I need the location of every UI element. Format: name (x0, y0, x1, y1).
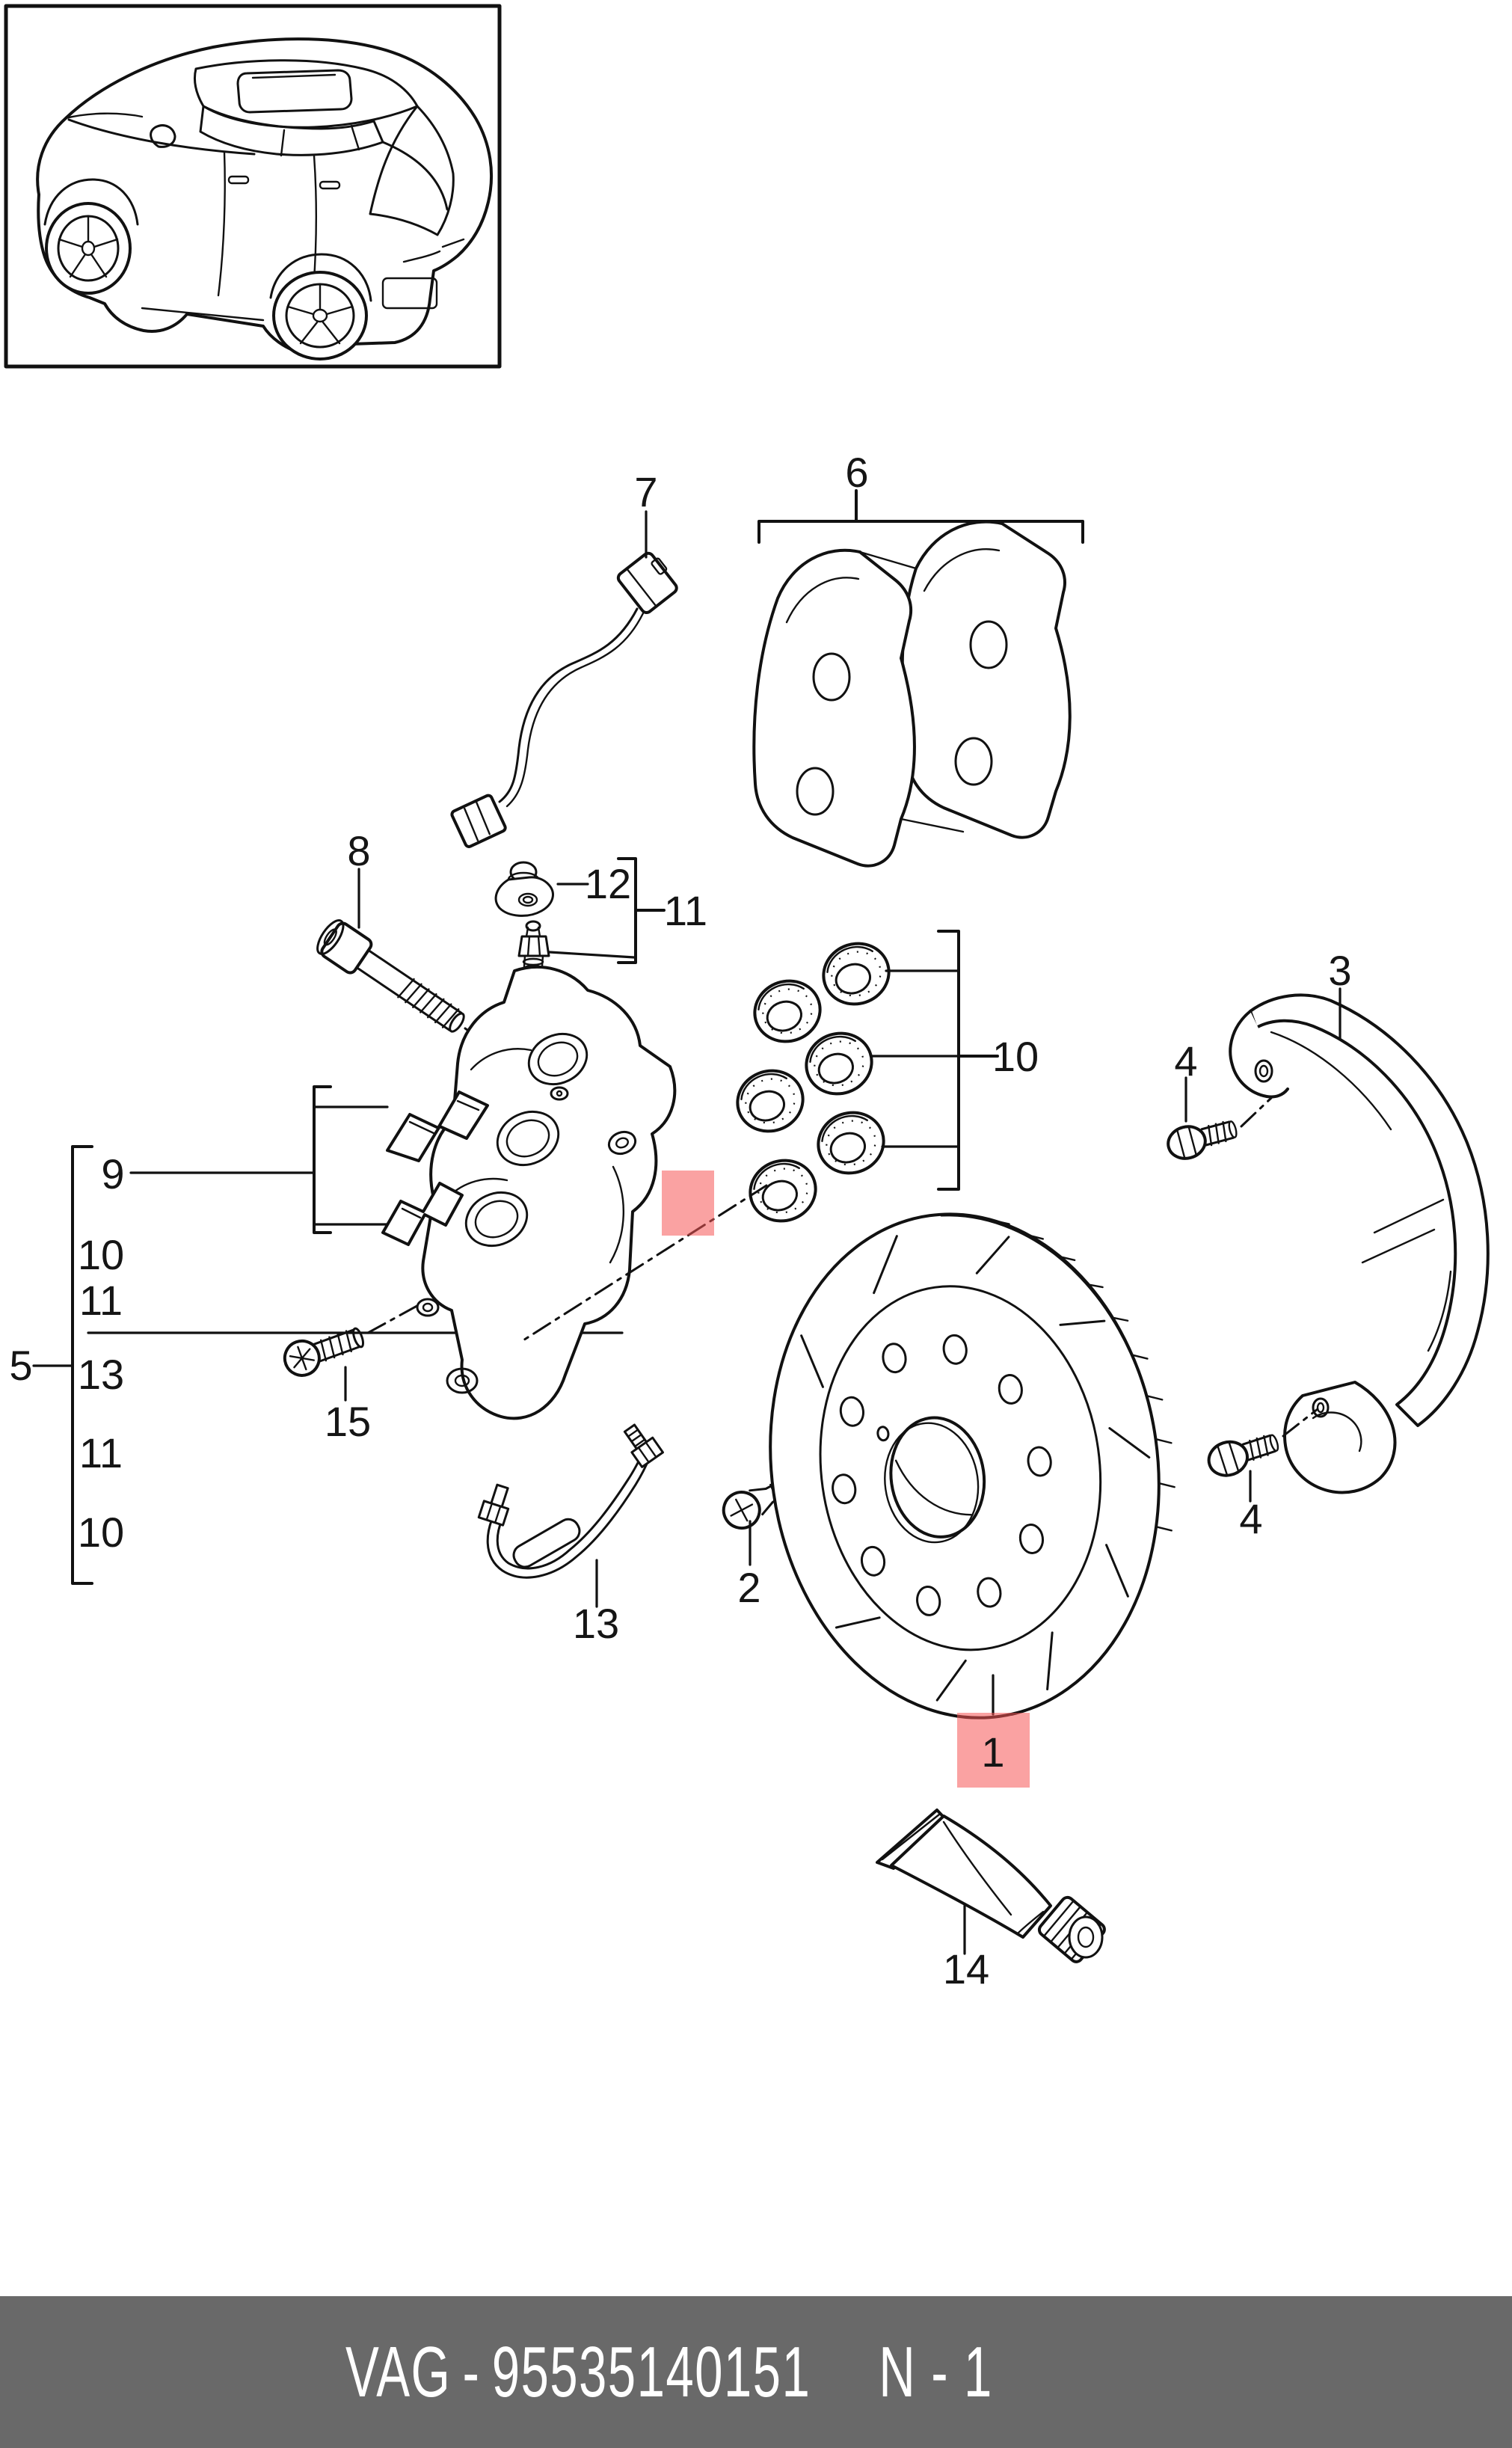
callout-11-bleeder: 11 (664, 887, 707, 934)
footer-part-number: 95535140151 (491, 2331, 811, 2412)
footer-bar: VAG-95535140151 N - 1 (0, 2296, 1512, 2448)
paste-tube-drawing (876, 1809, 1106, 1963)
brake-line-drawing (477, 1423, 664, 1579)
footer-separator: - (462, 2331, 481, 2412)
highlight-disc-label (957, 1713, 1030, 1788)
vehicle-illustration (36, 37, 494, 361)
dust-boots-drawing (736, 942, 891, 1223)
front-wheel (45, 202, 132, 295)
footer-text: VAG-95535140151 N - 1 (345, 2331, 993, 2414)
footer-brand: VAG (345, 2331, 452, 2412)
wear-sensor-drawing (450, 551, 678, 848)
callout-5: 5 (9, 1342, 32, 1389)
callout-4-lower: 4 (1239, 1495, 1262, 1542)
cover-bolt-upper-drawing (1167, 1096, 1273, 1160)
callout-12: 12 (585, 860, 631, 907)
cover-plate-drawing (1229, 993, 1490, 1494)
rear-wheel (272, 271, 368, 361)
cover-bolt-lower-drawing (1207, 1408, 1319, 1477)
bleeder-cap-drawing (494, 861, 554, 917)
callout-13-hose: 13 (573, 1600, 619, 1647)
caliper-drawing (416, 966, 677, 1420)
leader-lines (32, 489, 1342, 1955)
callout-13-group: 13 (78, 1351, 124, 1398)
highlight-layer (662, 1171, 1030, 1788)
callout-14: 14 (943, 1945, 989, 1993)
brake-pads-drawing (752, 520, 1072, 868)
callout-6: 6 (845, 449, 868, 496)
retaining-springs-drawing (381, 1090, 489, 1246)
highlight-seal-area (662, 1171, 714, 1236)
callout-2: 2 (737, 1564, 760, 1611)
callout-7: 7 (634, 468, 657, 515)
callout-4-upper: 4 (1174, 1037, 1197, 1085)
callout-1: 1 (981, 1728, 1004, 1776)
callout-10-seals: 10 (992, 1033, 1039, 1080)
vehicle-box (4, 4, 502, 369)
callout-9: 9 (101, 1150, 124, 1197)
brake-disc-drawing (769, 1212, 1176, 1720)
callout-11-group-b: 11 (79, 1429, 123, 1476)
callout-15: 15 (325, 1398, 371, 1445)
torx-screw-drawing (283, 1301, 424, 1377)
footer-page-ref: N - 1 (879, 2331, 993, 2412)
callout-11-group-a: 11 (79, 1277, 123, 1324)
callout-8: 8 (347, 827, 370, 874)
callout-3: 3 (1328, 947, 1351, 994)
callout-10-group-a: 10 (78, 1231, 124, 1278)
callout-10-group-b: 10 (78, 1509, 124, 1556)
